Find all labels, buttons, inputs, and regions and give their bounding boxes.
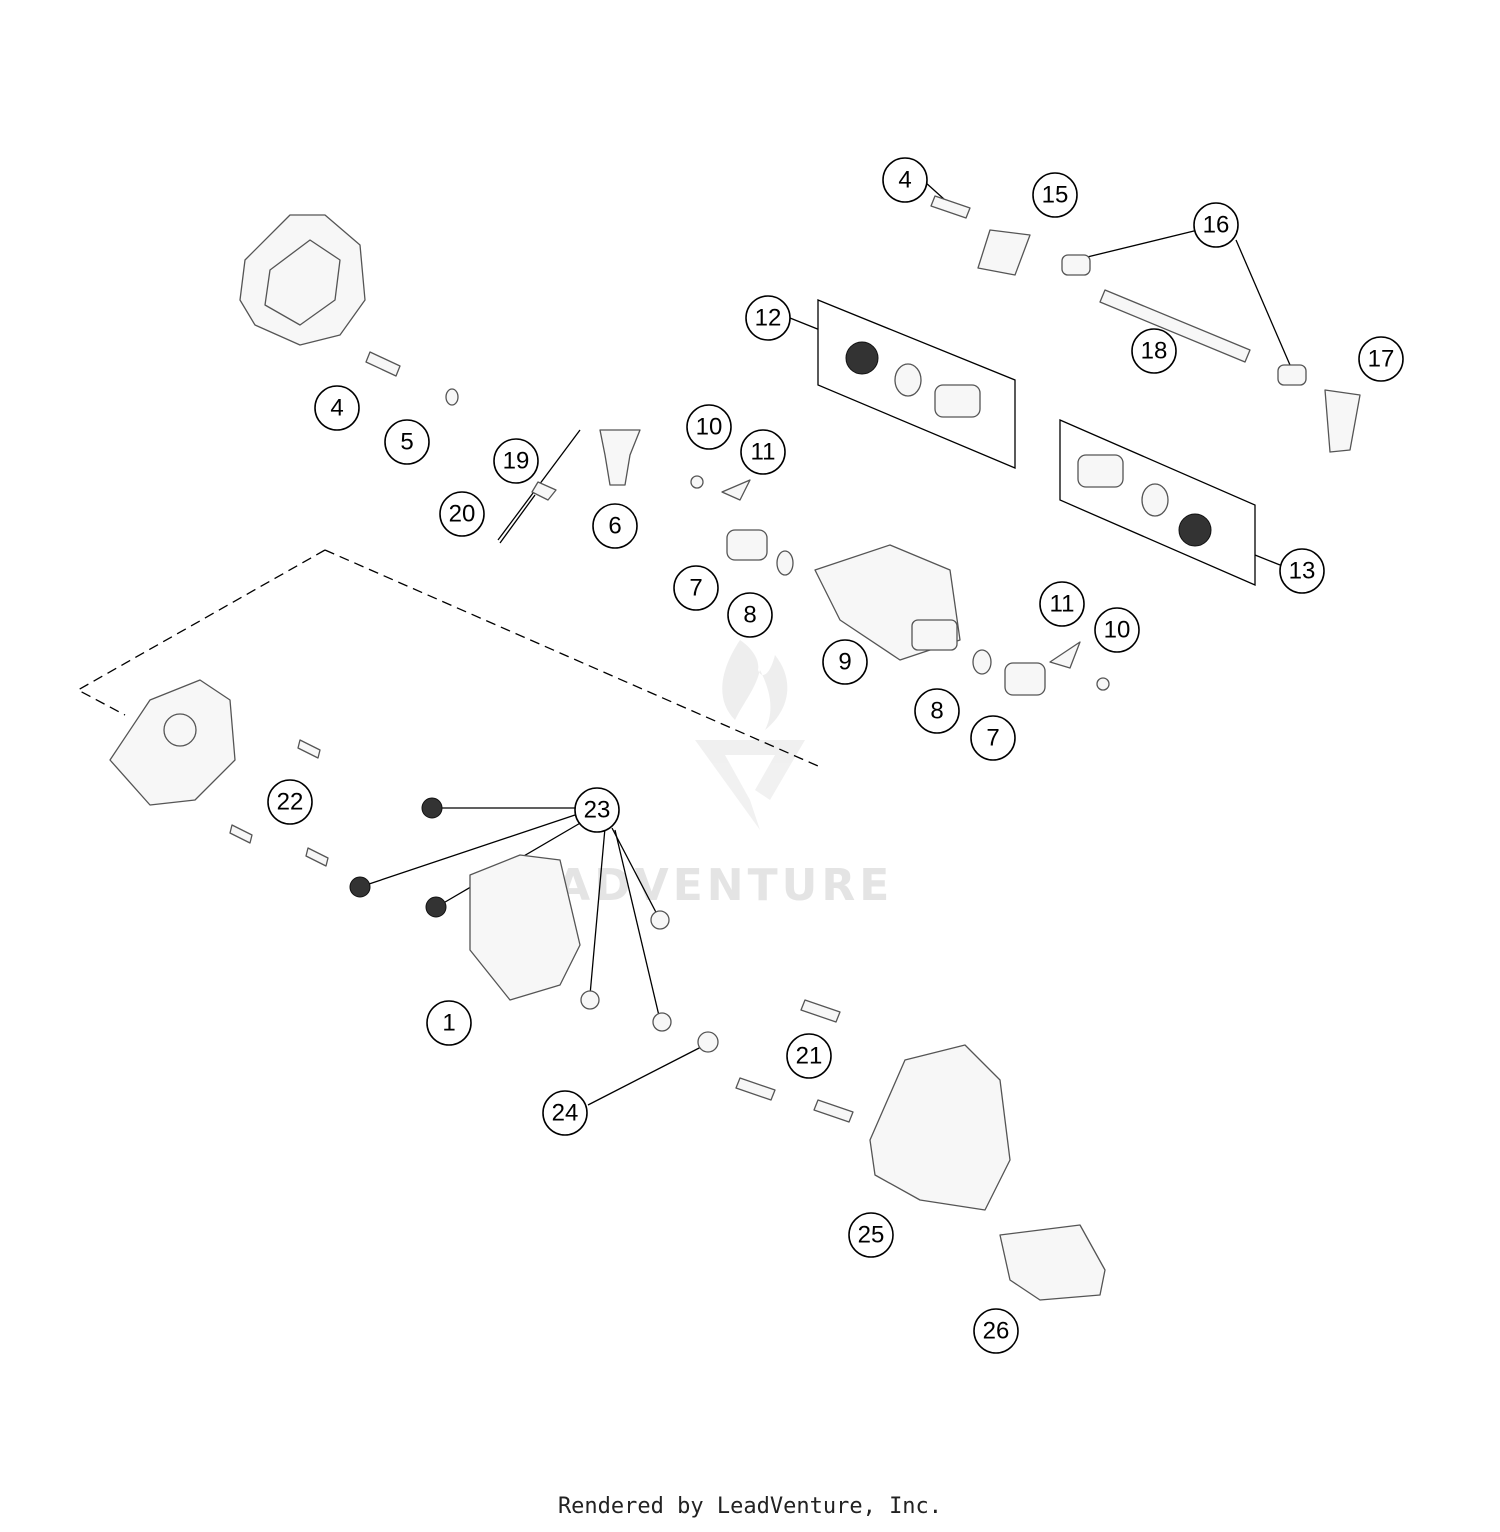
callout-11-right: 11 (1039, 581, 1085, 627)
svg-text:4: 4 (330, 395, 343, 422)
parts (109, 195, 1361, 1301)
callout-17: 17 (1358, 336, 1404, 382)
svg-text:10: 10 (696, 414, 723, 441)
svg-text:7: 7 (986, 725, 999, 752)
callout-4-top: 4 (882, 157, 928, 203)
callout-15: 15 (1032, 172, 1078, 218)
callout-11-left: 11 (740, 429, 786, 475)
callout-12: 12 (745, 295, 791, 341)
svg-text:7: 7 (689, 575, 702, 602)
svg-text:24: 24 (552, 1100, 579, 1127)
callout-16: 16 (1193, 202, 1239, 248)
svg-text:8: 8 (743, 602, 756, 629)
callout-1: 1 (426, 1000, 472, 1046)
svg-text:11: 11 (1050, 591, 1075, 618)
svg-text:9: 9 (838, 649, 851, 676)
small-guard (999, 1224, 1106, 1301)
callout-8-left: 8 (727, 592, 773, 638)
svg-text:16: 16 (1203, 212, 1230, 239)
svg-text:20: 20 (449, 501, 476, 528)
callout-19: 19 (493, 438, 539, 484)
callout-13: 13 (1279, 548, 1325, 594)
callout-8-right: 8 (914, 688, 960, 734)
svg-text:26: 26 (983, 1318, 1010, 1345)
svg-text:6: 6 (608, 513, 621, 540)
svg-text:25: 25 (858, 1222, 885, 1249)
callout-6: 6 (592, 503, 638, 549)
actuator (469, 854, 581, 1001)
callout-21: 21 (786, 1033, 832, 1079)
callout-23: 23 (574, 787, 620, 833)
watermark-logo (695, 640, 805, 830)
svg-text:12: 12 (755, 305, 782, 332)
svg-text:21: 21 (796, 1043, 823, 1070)
callout-10-right: 10 (1094, 607, 1140, 653)
callout-22: 22 (267, 779, 313, 825)
callout-20: 20 (439, 491, 485, 537)
svg-text:19: 19 (503, 448, 530, 475)
callout-26: 26 (973, 1308, 1019, 1354)
svg-text:23: 23 (584, 797, 611, 824)
svg-text:13: 13 (1289, 558, 1316, 585)
callout-7-right: 7 (970, 715, 1016, 761)
svg-text:22: 22 (277, 789, 304, 816)
svg-text:8: 8 (930, 698, 943, 725)
callout-4-left: 4 (314, 385, 360, 431)
guard-cover (869, 1044, 1011, 1211)
svg-text:1: 1 (442, 1010, 455, 1037)
svg-text:5: 5 (400, 429, 413, 456)
svg-text:10: 10 (1104, 617, 1131, 644)
svg-text:18: 18 (1141, 338, 1168, 365)
leader-lines (359, 181, 1291, 1106)
callout-9: 9 (822, 639, 868, 685)
callout-25: 25 (848, 1212, 894, 1258)
footer-credit: Rendered by LeadVenture, Inc. (557, 1494, 943, 1519)
callout-18: 18 (1131, 328, 1177, 374)
svg-text:17: 17 (1368, 346, 1395, 373)
svg-text:4: 4 (898, 167, 911, 194)
callout-10-left: 10 (686, 404, 732, 450)
callout-5: 5 (384, 419, 430, 465)
svg-text:11: 11 (751, 439, 776, 466)
callout-7-left: 7 (673, 565, 719, 611)
svg-text:15: 15 (1042, 182, 1069, 209)
callout-24: 24 (542, 1090, 588, 1136)
